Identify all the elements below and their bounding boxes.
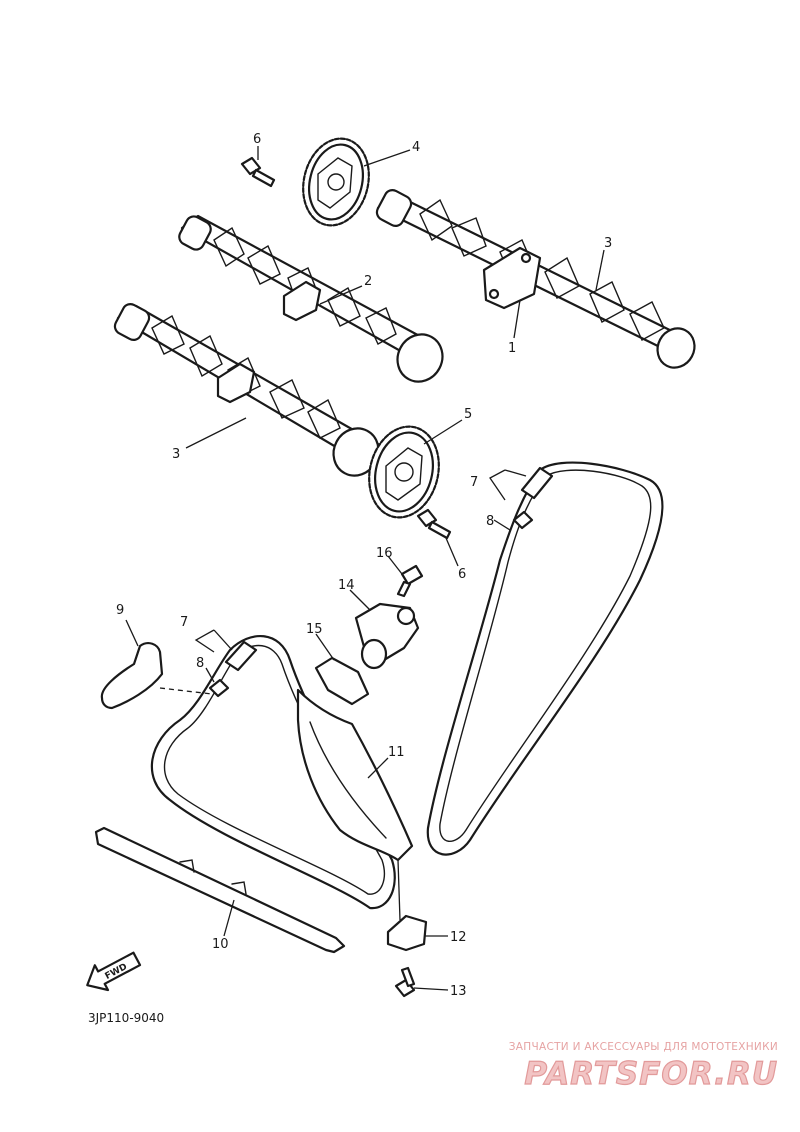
callout-1: 1 (508, 341, 516, 356)
cam-chain-left (150, 635, 396, 910)
callout-3-left: 3 (172, 447, 180, 462)
chain-guide-bottom (94, 826, 346, 954)
diagram-code: 3JP110-9040 (88, 1011, 164, 1025)
callout-6-upper: 6 (253, 132, 261, 147)
callout-4: 4 (412, 140, 420, 155)
bolt-lower (416, 508, 452, 540)
callout-3-right: 3 (604, 236, 612, 251)
fwd-arrow: FWD (86, 951, 142, 992)
callout-13: 13 (450, 984, 467, 999)
callout-12: 12 (450, 930, 467, 945)
tensioner-bolt (396, 564, 424, 598)
guide-stopper (386, 914, 428, 952)
callout-10: 10 (212, 937, 229, 952)
watermark-logo: PARTSFOR.RU (524, 1056, 778, 1092)
camshaft-left (113, 303, 380, 477)
callout-9: 9 (116, 603, 124, 618)
callout-8-right: 8 (486, 514, 494, 529)
camshaft-intake (178, 214, 444, 383)
callout-2: 2 (364, 274, 372, 289)
callout-7-left: 7 (180, 615, 188, 630)
callout-7-right: 7 (470, 475, 478, 490)
callout-16: 16 (376, 546, 393, 561)
leader-lines (125, 146, 605, 991)
callout-labels: 6 4 3 2 1 3 5 7 8 6 16 14 15 9 7 8 11 10… (116, 132, 612, 999)
callout-5: 5 (464, 407, 472, 422)
cam-chain-right (426, 461, 664, 856)
watermark: ЗАПЧАСТИ И АКСЕССУАРЫ ДЛЯ МОТОТЕХНИКИ PA… (509, 1041, 778, 1093)
callout-8-left: 8 (196, 656, 204, 671)
watermark-tagline: ЗАПЧАСТИ И АКСЕССУАРЫ ДЛЯ МОТОТЕХНИКИ (509, 1041, 778, 1053)
stopper-bolt (394, 966, 416, 998)
chain-guide-bracket (100, 642, 164, 710)
callout-14: 14 (338, 578, 355, 593)
bolt-upper (240, 156, 276, 188)
tensioner-gasket (314, 656, 370, 706)
camshaft-sprocket-upper (302, 137, 370, 227)
callout-6-lower: 6 (458, 567, 466, 582)
camshaft-right (375, 189, 696, 369)
callout-11: 11 (388, 745, 405, 760)
callout-15: 15 (306, 622, 323, 637)
chain-tensioner (354, 602, 420, 670)
stopper-dash-line (397, 859, 401, 921)
camshaft-sprocket-lower (368, 425, 440, 519)
